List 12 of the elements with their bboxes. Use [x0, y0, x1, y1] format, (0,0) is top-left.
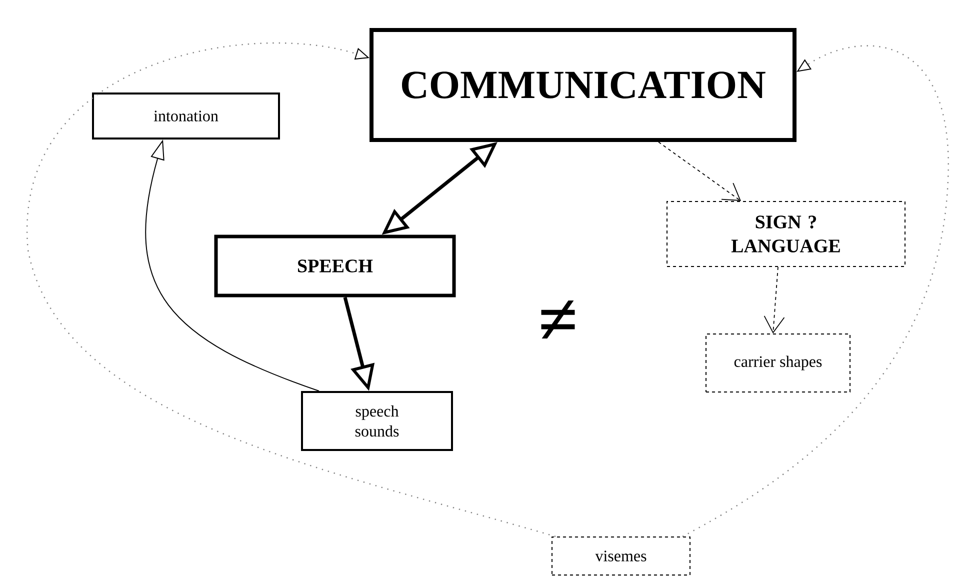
dashed-box: SIGN ? LANGUAGE — [666, 201, 906, 267]
arrow — [658, 142, 742, 201]
arrow — [682, 45, 949, 538]
dashed-box: visemes — [552, 536, 690, 576]
dashed-box: carrier shapes — [706, 334, 850, 392]
concept-box: speech sounds — [301, 391, 453, 451]
concept-box: intonation — [92, 92, 280, 140]
concept-box: COMMUNICATION — [370, 28, 796, 142]
not-equal-sign: ≠ — [541, 300, 575, 339]
concept-box: SPEECH — [214, 234, 456, 298]
arrow — [27, 42, 556, 538]
arrow — [764, 266, 785, 334]
